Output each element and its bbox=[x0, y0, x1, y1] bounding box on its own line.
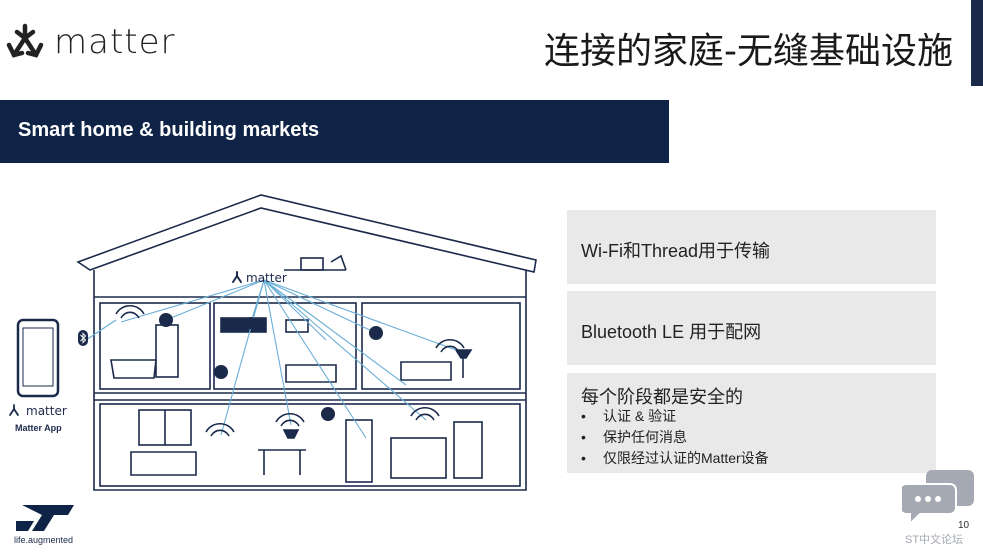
banner-label: Smart home & building markets bbox=[18, 119, 320, 141]
section-banner: Smart home & building markets bbox=[0, 100, 669, 163]
wifi-icon bbox=[115, 305, 465, 437]
feature-box-bluetooth: Bluetooth LE 用于配网 bbox=[567, 291, 936, 365]
phone-brand: matter bbox=[26, 404, 67, 418]
list-item: •保护任何消息 bbox=[581, 429, 687, 445]
feature-box-security: 每个阶段都是安全的 •认证 & 验证 •保护任何消息 •仅限经过认证的Matte… bbox=[567, 373, 936, 473]
bluetooth-icon bbox=[78, 330, 88, 346]
feature-box-wifi-thread: Wi-Fi和Thread用于传输 bbox=[567, 210, 936, 284]
page-title: 连接的家庭-无缝基础设施 bbox=[544, 31, 953, 72]
forum-chat-icon bbox=[902, 470, 974, 527]
hub-matter-logo: matter bbox=[232, 271, 287, 285]
security-title: 每个阶段都是安全的 bbox=[581, 387, 743, 407]
matter-logo: matter bbox=[6, 22, 176, 62]
feature-text-wifi-thread: Wi-Fi和Thread用于传输 bbox=[581, 241, 771, 261]
security-list: •认证 & 验证 •保护任何消息 •仅限经过认证的Matter设备 bbox=[581, 406, 769, 469]
feature-text-bluetooth: Bluetooth LE 用于配网 bbox=[581, 322, 762, 342]
smart-home-illustration: matter matter Matter App bbox=[9, 194, 537, 491]
page-number: 10 bbox=[958, 520, 970, 531]
title-accent-bar bbox=[971, 0, 983, 86]
matter-logo-icon bbox=[6, 23, 44, 58]
list-item: •认证 & 验证 bbox=[581, 408, 677, 424]
list-item: •仅限经过认证的Matter设备 bbox=[581, 450, 769, 466]
st-logo-icon bbox=[16, 505, 74, 531]
forum-label: ST中文论坛 bbox=[905, 534, 964, 546]
st-tagline: life.augmented bbox=[14, 535, 74, 545]
phone-caption: Matter App bbox=[15, 423, 62, 433]
hub-label: matter bbox=[246, 271, 287, 285]
smartphone bbox=[16, 318, 60, 398]
matter-wordmark: matter bbox=[54, 22, 176, 62]
